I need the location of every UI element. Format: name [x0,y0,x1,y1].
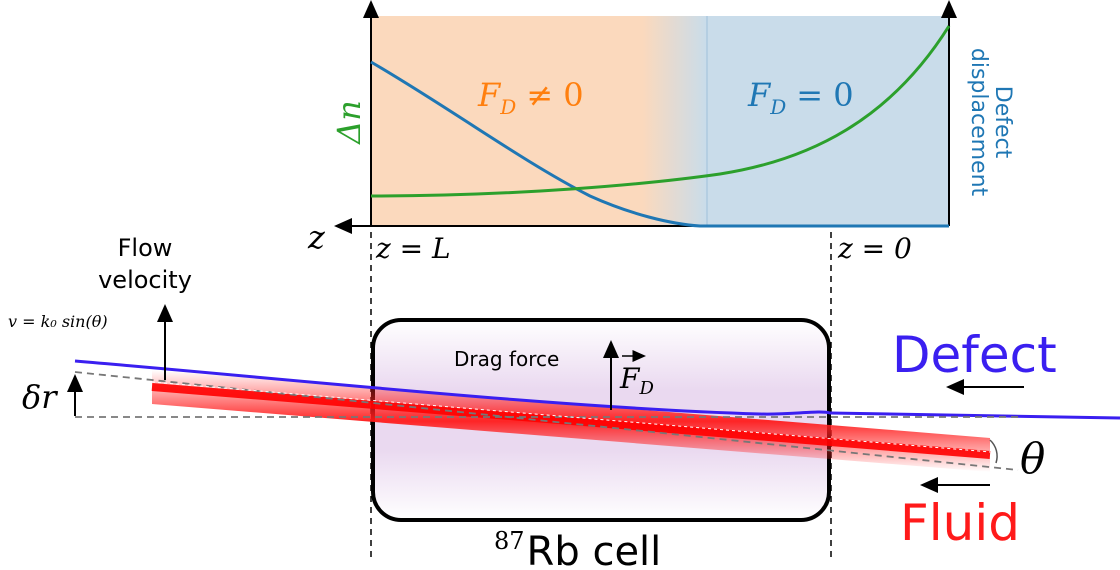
z-axis-label: z [307,218,326,256]
density-plot: FD≠ 0 FD= 0 Δn Defect displacement z z =… [307,0,1015,265]
flow-velocity-label-line2: velocity [98,266,192,294]
experimental-setup: θ δr Flow velocity v = k₀ sin(θ) Drag fo… [8,234,1120,570]
rb-cell-label: 87Rb cell [494,527,661,570]
z-equals-0-label: z = 0 [837,232,912,265]
velocity-formula: v = k₀ sin(θ) [8,312,108,331]
drag-force-label: Drag force [454,347,559,371]
fluid-core [151,383,991,459]
displacement-label-line2: displacement [966,48,991,197]
defect-line [74,359,1120,420]
delta-n-label: Δn [330,100,368,146]
theta-arc [989,439,998,464]
delta-n-curve [370,25,951,198]
z-equals-L-label: z = L [375,232,451,265]
theta-label: θ [1020,434,1045,483]
region-left-label: FD≠ 0 [477,76,584,119]
defect-label: Defect [892,326,1057,384]
fluid-centerline [151,381,991,453]
delta-r-label: δr [22,378,58,416]
flow-velocity-label-line1: Flow [118,234,173,262]
displacement-curve [370,60,949,228]
fluid-label: Fluid [900,494,1020,552]
region-right-label: FD= 0 [747,76,854,119]
displacement-label-line1: Defect [990,86,1015,159]
drag-force-symbol: FD [619,362,654,399]
